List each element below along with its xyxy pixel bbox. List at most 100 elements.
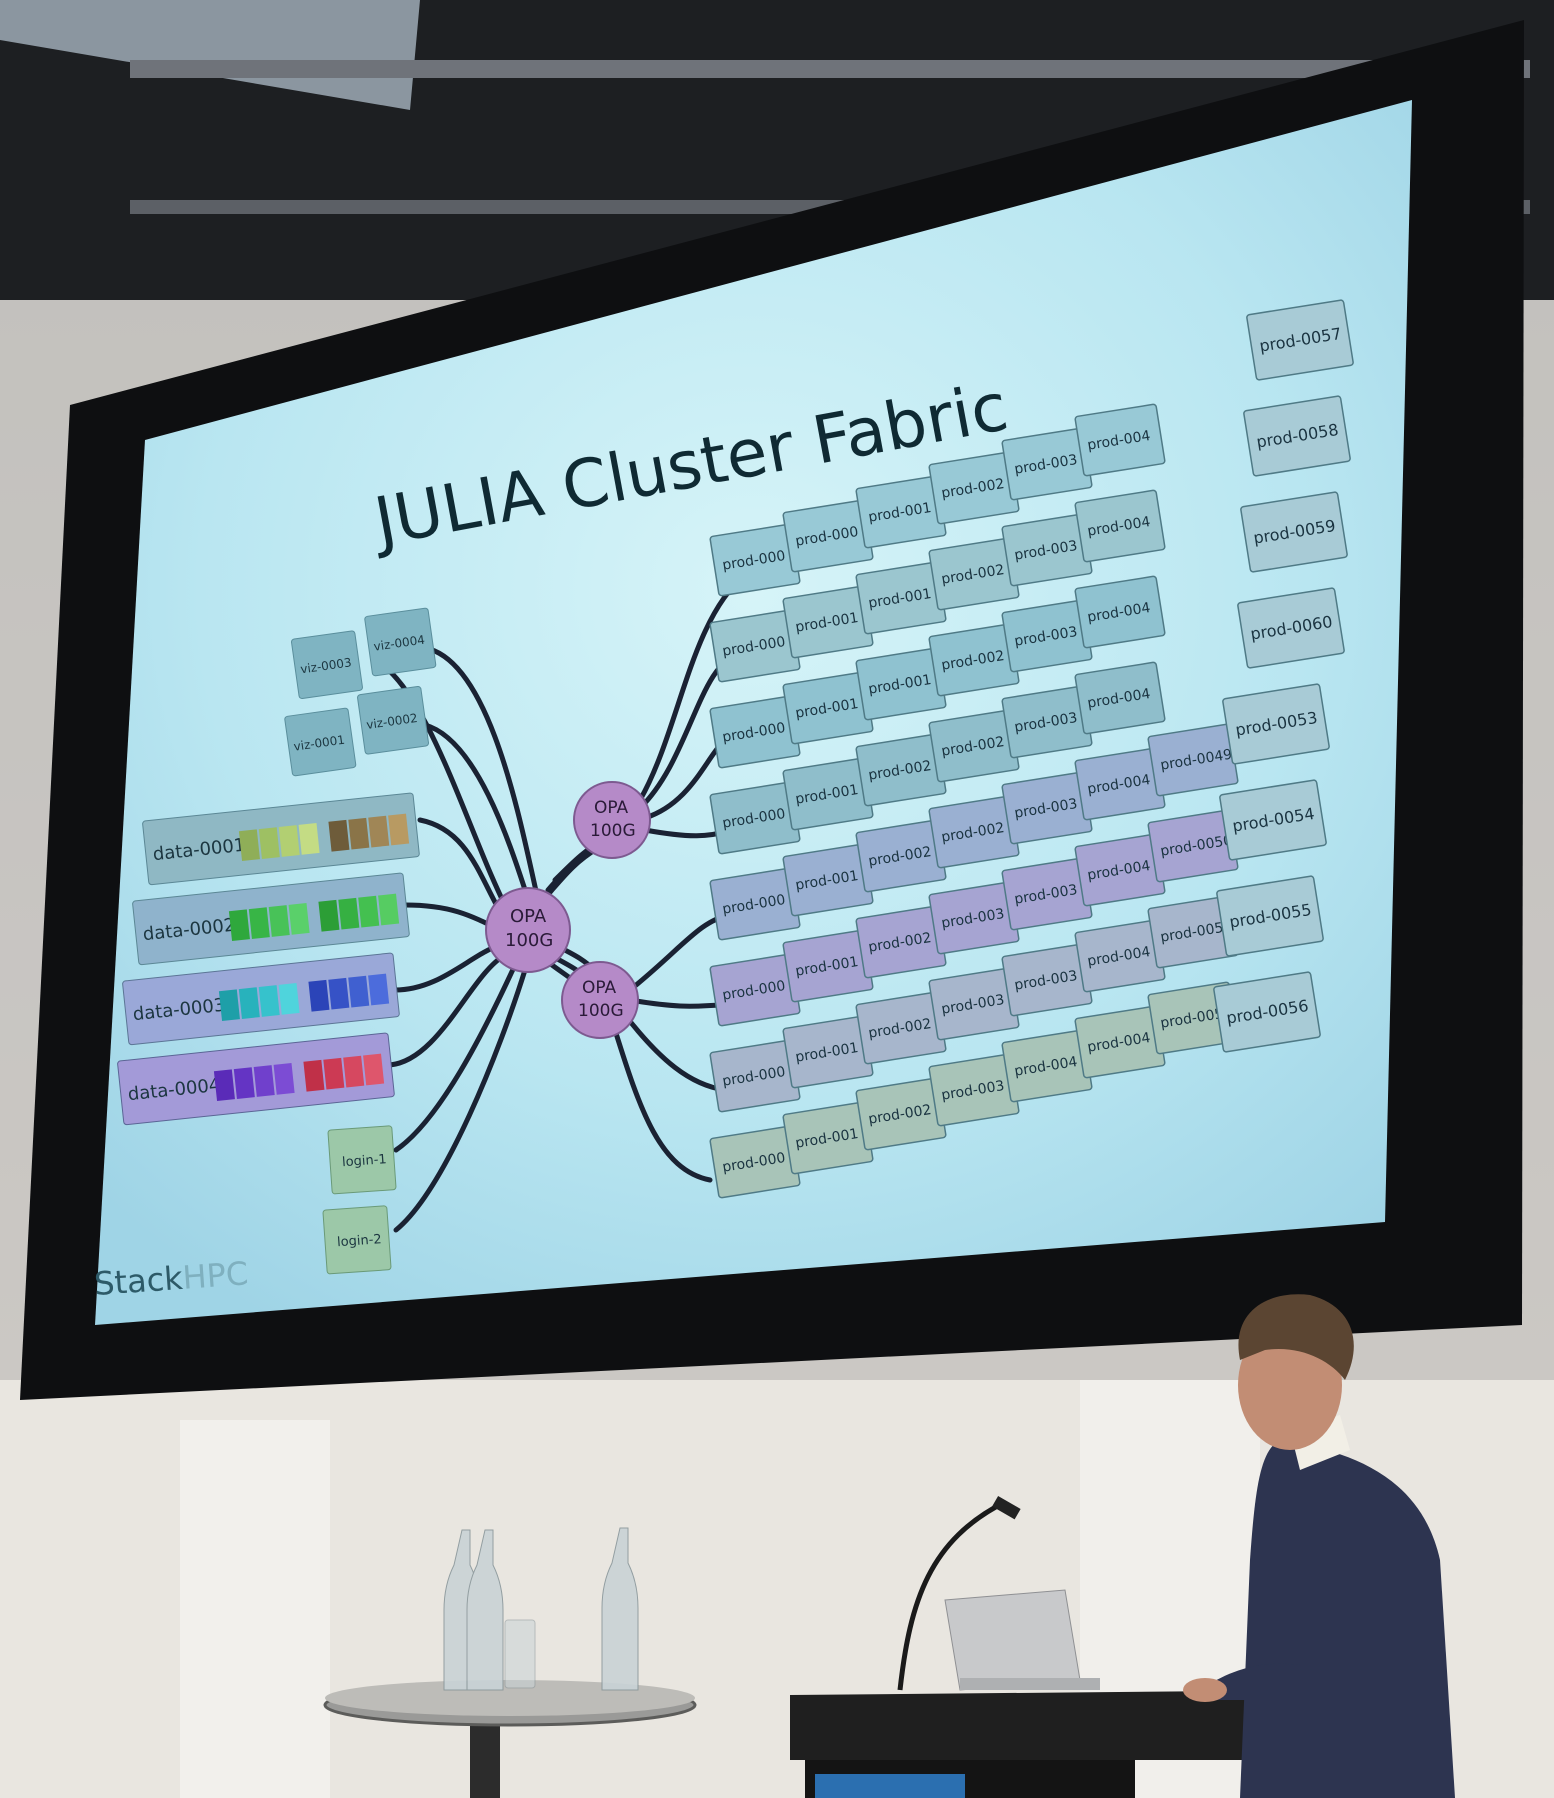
switch-center: OPA 100G [485,887,571,973]
prod-node-box [1074,661,1166,735]
prod-node: prod-003 [928,881,1020,955]
prod-node: prod-003 [1001,427,1093,501]
prod-node: prod-004 [1074,833,1166,907]
prod-node: prod-004 [1074,575,1166,649]
switch-label-line2: 100G [578,1001,624,1021]
prod-node: prod-002 [855,819,947,893]
prod-node: prod-004 [1074,747,1166,821]
opa-switch-circle [485,887,571,973]
prod-node: prod-003 [1001,771,1093,845]
stackhpc-logo: StackHPC [93,1254,250,1303]
prod-node: prod-002 [855,905,947,979]
prod-node: prod-002 [928,623,1020,697]
pillar-left [180,1420,330,1798]
prod-node-front: prod-0057 [1246,299,1354,381]
prod-node: prod-000 [709,1039,801,1113]
switch-label-line2: 100G [505,930,553,951]
login-node-label: login-2 [337,1232,383,1250]
prod-node-front: prod-0056 [1213,971,1321,1053]
prod-node: prod-003 [928,1053,1020,1127]
prod-node: prod-001 [782,757,874,831]
prod-node: prod-003 [1001,857,1093,931]
prod-node: prod-0050 [1147,809,1239,883]
switch-label-line1: OPA [582,978,617,998]
prod-node-box [1222,683,1330,765]
prod-node: prod-000 [709,953,801,1027]
prod-node: prod-001 [855,475,947,549]
prod-node-box [1237,587,1345,669]
prod-node: prod-0051 [1147,895,1239,969]
prod-node: prod-002 [855,1077,947,1151]
prod-node: prod-004 [1074,403,1166,477]
login-node-box [327,1125,397,1195]
prod-node: prod-000 [709,609,801,683]
prod-node: prod-003 [928,967,1020,1041]
logo-stack: Stack [93,1259,184,1303]
prod-node: prod-004 [1074,919,1166,993]
prod-node: prod-002 [855,733,947,807]
prod-node-box [1213,971,1321,1053]
viz-node-group: viz-0003 viz-0004 viz-0001 viz-0002 [284,607,437,777]
disk-array [238,813,410,862]
viz-node-box [284,707,357,777]
prod-node: prod-000 [709,781,801,855]
prod-node: prod-000 [709,523,801,597]
prod-node-box [1246,299,1354,381]
prod-node-grid: prod-000 prod-000 prod-000 prod-000 prod-000… [709,299,1354,1199]
switch-bottom: OPA 100G [561,961,639,1039]
switch-top: OPA 100G [573,781,651,859]
prod-node: prod-001 [782,843,874,917]
prod-node-front: prod-0055 [1216,875,1324,957]
prod-node: prod-002 [928,709,1020,783]
switch-label-line1: OPA [594,798,629,818]
login-node-group: login-1 login-2 [322,1125,397,1275]
prod-node: prod-0049 [1147,723,1239,797]
login-node-label: login-1 [342,1152,388,1170]
opa-switch-circle [561,961,639,1039]
disk-array [228,893,400,942]
switch-label-line1: OPA [510,906,547,927]
speaker [1183,1294,1455,1798]
disk-array [218,973,390,1022]
switch-label-line2: 100G [590,821,636,841]
prod-node: prod-000 [709,1125,801,1199]
prod-node-front: prod-0059 [1240,491,1348,573]
lectern [790,1495,1340,1798]
prod-node: prod-004 [1074,1005,1166,1079]
prod-node-front: prod-0058 [1243,395,1351,477]
prod-node: prod-001 [855,561,947,635]
prod-node: prod-001 [782,1015,874,1089]
prod-node: prod-003 [1001,943,1093,1017]
logo-hpc: HPC [181,1254,249,1296]
prod-node-box [1219,779,1327,861]
ceiling-panel [0,0,420,110]
prod-node-box [1074,403,1166,477]
prod-node: prod-004 [1074,661,1166,735]
prod-node-front: prod-0060 [1237,587,1345,669]
opa-switch-circle [573,781,651,859]
prod-node-box [1240,491,1348,573]
prod-node: prod-001 [782,929,874,1003]
prod-node: prod-001 [782,585,874,659]
ceiling-truss [130,60,1530,78]
prod-node-front: prod-0053 [1222,683,1330,765]
water-bottles [443,1527,639,1691]
prod-node-box [1243,395,1351,477]
prod-node: prod-002 [928,795,1020,869]
login-node-box [322,1205,392,1275]
disk-array [213,1053,385,1102]
data-node-group: data-0001 data-0002 [117,792,420,1126]
viz-node-box [357,686,429,755]
viz-node-box [291,630,363,699]
prod-node-box [1216,875,1324,957]
prod-node-box [1074,489,1166,563]
prod-node: prod-004 [1001,1029,1093,1103]
prod-node: prod-003 [1001,685,1093,759]
prod-node-box [1074,575,1166,649]
prod-node: prod-002 [928,537,1020,611]
prod-node: prod-002 [928,451,1020,525]
prod-node: prod-001 [782,671,874,745]
prod-node-front: prod-0054 [1219,779,1327,861]
prod-node: prod-004 [1074,489,1166,563]
